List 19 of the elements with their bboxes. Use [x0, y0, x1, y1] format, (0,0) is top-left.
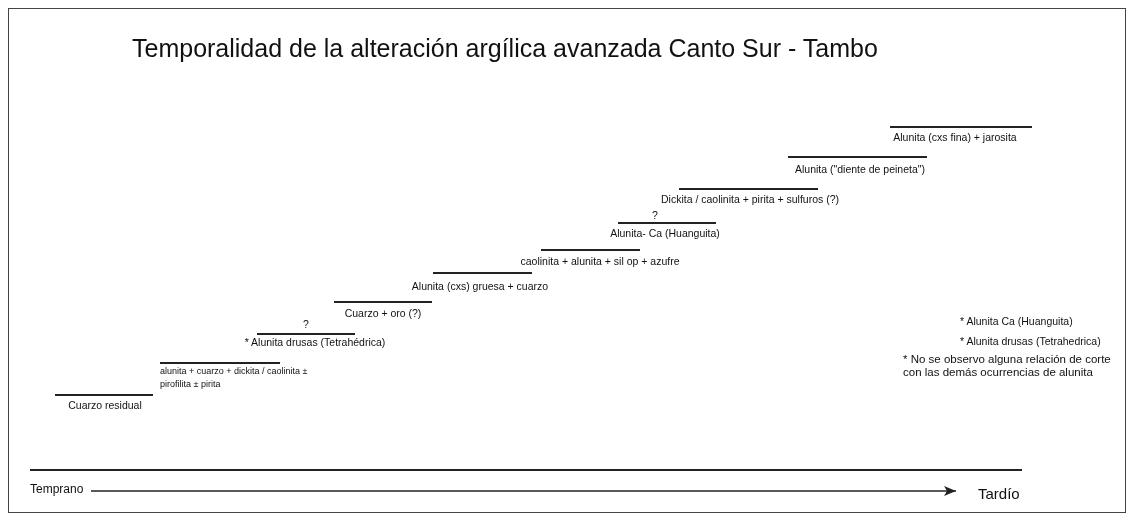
stage-label: Cuarzo residual — [67, 399, 143, 412]
stage-label: Cuarzo + oro (?) — [343, 307, 423, 320]
diagram-title: Temporalidad de la alteración argílica avanzada Canto Sur - Tambo — [132, 34, 878, 63]
stage-label: Alunita (cxs) gruesa + cuarzo — [410, 280, 550, 293]
arrow — [90, 486, 957, 496]
stage-label: Alunita ("diente de peineta") — [793, 163, 926, 176]
stage-label: * Alunita Ca (Huanguita) — [960, 315, 1074, 328]
stage-label: Alunita- Ca (Huanguita) — [609, 227, 721, 240]
question-mark: ? — [651, 209, 659, 222]
stage-label: caolinita + alunita + sil op + azufre — [519, 255, 681, 268]
axis-label: Temprano — [30, 482, 84, 496]
stage-label: * No se observo alguna relación de corte con las demás ocurrencias de alunita — [903, 353, 1112, 379]
axis-label: Tardío — [978, 485, 1020, 502]
stage-label: * Alunita drusas (Tetrahedrica) — [960, 335, 1102, 348]
stage-label: Dickita / caolinita + pirita + sulfuros (?) — [660, 193, 840, 206]
stage-label: alunita + cuarzo + dickita / caolinita ± pirofilita ± pirita — [160, 365, 309, 391]
question-mark: ? — [302, 318, 310, 331]
stage-label: Alunita (cxs fina) + jarosita — [892, 131, 1018, 144]
stage-label: * Alunita drusas (Tetrahédrica) — [243, 336, 387, 349]
